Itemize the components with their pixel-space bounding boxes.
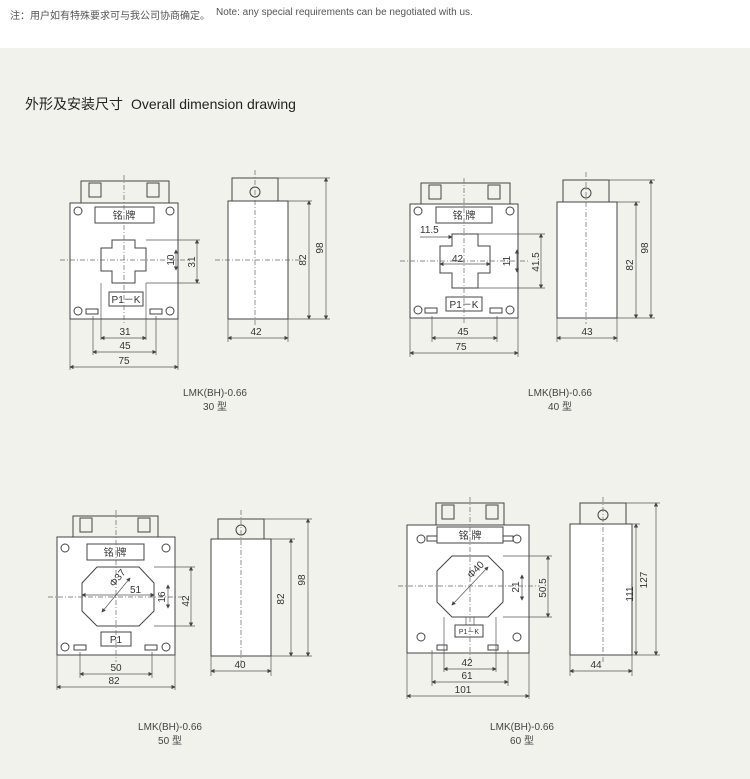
dim-window-h-30: 31: [187, 256, 198, 268]
note-english: Note: any special requirements can be ne…: [216, 7, 473, 18]
drawing-50-type: 铭 牌 P1 Φ37 51 50 82 42 16: [48, 510, 312, 690]
caption-50: LMK(BH)-0.66 50 型: [115, 721, 225, 749]
heading-chinese: 外形及安装尺寸: [25, 96, 123, 112]
caption-60: LMK(BH)-0.66 60 型: [467, 721, 577, 749]
terminal-60: [454, 624, 484, 638]
dim-mount-60: 61: [461, 671, 473, 682]
dim-width-30: 75: [118, 356, 130, 367]
front-view-40: 铭 牌 P1－K 11.5 42 45 75 41.5 11: [400, 178, 545, 357]
caption-model-50: LMK(BH)-0.66: [138, 722, 202, 733]
dim-width-40: 75: [455, 342, 467, 353]
drawing-30-type: 铭 牌 P1－K 31 45 75 31 10: [60, 170, 330, 370]
dim-slot-60: 21: [511, 581, 522, 593]
dim-total-height-60: 127: [639, 571, 650, 588]
dim-slot-40: 11: [502, 255, 513, 266]
dim-window-30: 31: [119, 327, 131, 338]
dim-height-50: 82: [276, 593, 287, 605]
nameplate-text-60: 铭 牌: [459, 529, 482, 542]
dim-total-height-40: 98: [640, 242, 651, 254]
window-30: [100, 239, 147, 284]
caption-model-30: LMK(BH)-0.66: [183, 388, 247, 399]
note-chinese: 注：用户如有特殊要求可与我公司协商确定。: [10, 11, 210, 22]
dim-window-40: 42: [452, 254, 464, 265]
caption-model-60: LMK(BH)-0.66: [490, 722, 554, 733]
caption-type-40: 40 型: [548, 402, 572, 413]
front-view-60: 铭 牌 P1－K Φ40 42 61 101 50.5 21: [398, 497, 552, 699]
dim-height-30: 82: [298, 254, 309, 266]
drawing-panel: [0, 48, 750, 779]
caption-model-40: LMK(BH)-0.66: [528, 388, 592, 399]
caption-30: LMK(BH)-0.66 30 型: [160, 387, 270, 415]
front-view-30: 铭 牌 P1－K 31 45 75 31 10: [60, 175, 200, 370]
note-bar: 注：用户如有特殊要求可与我公司协商确定。 Note: any special r…: [0, 0, 750, 48]
dim-mount-50: 50: [110, 663, 122, 674]
dim-depth-40: 43: [581, 327, 593, 338]
dim-depth-30: 42: [250, 327, 262, 338]
dim-window-60: 42: [461, 658, 473, 669]
dim-window-h-50: 42: [181, 595, 192, 607]
section-heading: 外形及安装尺寸 Overall dimension drawing: [25, 94, 296, 114]
caption-40: LMK(BH)-0.66 40 型: [505, 387, 615, 415]
drawing-40-type: 铭 牌 P1－K 11.5 42 45 75 41.5 11: [400, 172, 655, 357]
window-60: [436, 555, 504, 618]
dim-total-height-50: 98: [297, 574, 308, 586]
nameplate-text-50: 铭 牌: [104, 546, 127, 559]
dim-slot-30: 10: [166, 254, 177, 266]
terminal-label-60: P1－K: [459, 629, 480, 636]
dim-width-50: 82: [108, 676, 120, 687]
caption-type-30: 30 型: [203, 402, 227, 413]
dim-offset-40: 11.5: [420, 225, 439, 236]
nameplate-30: [94, 206, 155, 224]
side-view-30: 82 98 42: [215, 170, 330, 342]
dim-depth-50: 40: [234, 660, 246, 671]
dim-window-h-40: 41.5: [531, 252, 542, 272]
side-view-60: 111 127 44: [569, 497, 660, 676]
dim-mount-30: 45: [119, 341, 131, 352]
dim-mount-40: 45: [457, 327, 469, 338]
side-view-40: 82 98 43: [556, 172, 655, 342]
drawing-60-type: 铭 牌 P1－K Φ40 42 61 101 50.5 21: [398, 497, 660, 699]
dim-height-40: 82: [625, 259, 636, 271]
terminal-label-30: P1－K: [112, 295, 141, 306]
dim-slot-50: 16: [157, 591, 168, 603]
dim-window-50: 51: [130, 585, 142, 596]
dim-height-60: 111: [625, 586, 636, 602]
dim-depth-60: 44: [590, 660, 602, 671]
front-view-50: 铭 牌 P1 Φ37 51 50 82 42 16: [48, 510, 195, 690]
side-view-50: 82 98 40: [210, 510, 312, 676]
nameplate-50: [86, 543, 145, 561]
window-50: [81, 566, 155, 627]
dim-width-60: 101: [455, 685, 472, 696]
terminal-30: [108, 291, 144, 307]
dim-window-h-60: 50.5: [538, 578, 549, 598]
caption-type-50: 50 型: [158, 736, 182, 747]
heading-english: Overall dimension drawing: [131, 96, 296, 112]
caption-type-60: 60 型: [510, 736, 534, 747]
dim-total-height-30: 98: [315, 242, 326, 254]
